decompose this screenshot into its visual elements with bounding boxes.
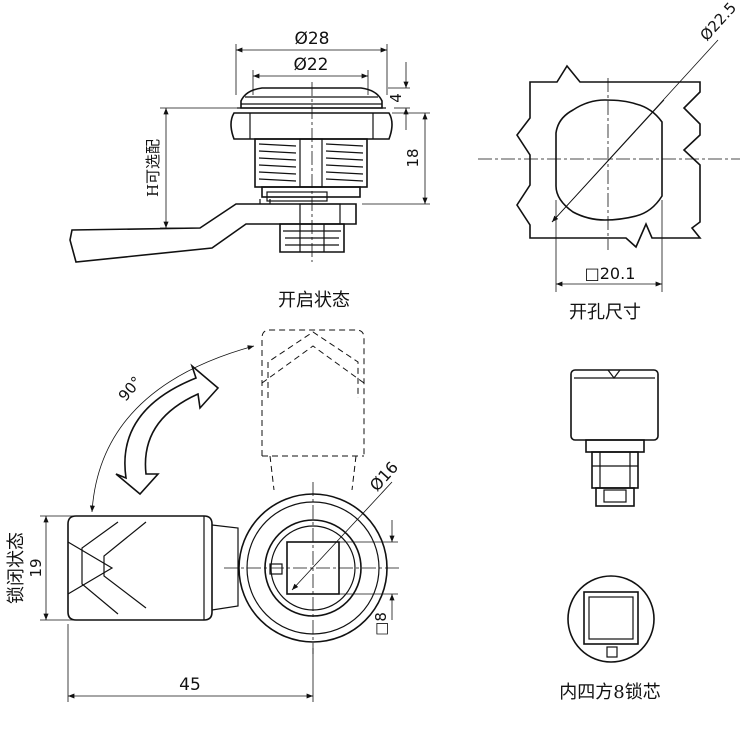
cutout-title: 开孔尺寸 — [569, 302, 641, 323]
core-neck — [585, 439, 645, 453]
dia16-label: Ø16 — [366, 458, 402, 495]
cap-outline — [240, 87, 383, 109]
dim-18-label: 18 — [404, 148, 422, 167]
angle-90-label: 90° — [115, 373, 146, 405]
sq8-label: □8 — [372, 612, 390, 636]
dia16-leader — [291, 481, 393, 591]
core-front-view: 内四方8锁芯 — [559, 575, 661, 703]
rotation-arrow — [115, 363, 220, 496]
panel-outline — [516, 64, 702, 249]
side-view: Ø28 Ø22 — [69, 29, 430, 263]
dia28-label: Ø28 — [294, 29, 329, 49]
cutout-hole — [555, 99, 663, 221]
thread-lines — [258, 138, 364, 188]
sq20-1-label: □20.1 — [585, 264, 636, 283]
dim-19-label: 19 — [27, 558, 45, 577]
core-side-view — [570, 369, 659, 507]
lower-body — [261, 186, 361, 198]
cutout-view: Ø22.5 □20.1 开孔尺寸 — [478, 0, 740, 323]
hex-nut — [230, 112, 393, 140]
core-circle — [567, 575, 655, 663]
dim-4-label: 4 — [387, 93, 405, 103]
closed-arm-outline — [67, 515, 213, 621]
dim-h-label: H可选配 — [144, 139, 162, 197]
closed-state-title: 锁闭状态 — [6, 532, 27, 604]
core-square — [583, 591, 639, 645]
core-shaft — [591, 451, 639, 489]
dia22-label: Ø22 — [293, 55, 328, 75]
core-title: 内四方8锁芯 — [559, 682, 660, 703]
bottom-nut — [279, 223, 345, 253]
core-head — [570, 369, 659, 441]
front-view: 开启状态 Ø16 □8 19 — [6, 290, 402, 702]
dia22-5-label: Ø22.5 — [696, 0, 740, 44]
open-arm-outline — [261, 329, 365, 456]
open-state-title: 开启状态 — [278, 290, 350, 311]
core-tip — [595, 487, 635, 507]
angle-arc — [89, 345, 255, 513]
cam-arm — [69, 203, 357, 263]
dim-45-label: 45 — [179, 675, 201, 695]
